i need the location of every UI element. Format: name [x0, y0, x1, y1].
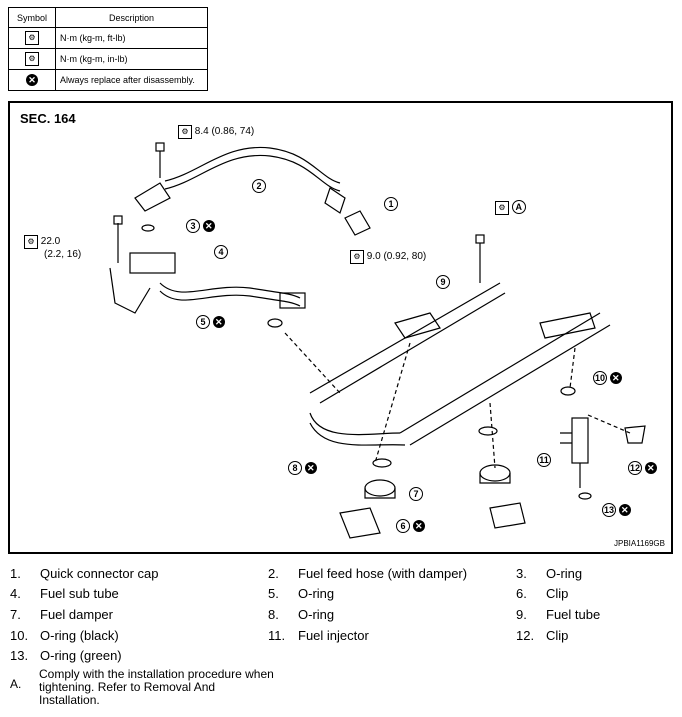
callout-5: 5	[196, 315, 210, 329]
legend-row-description: N·m (kg-m, ft-lb)	[55, 27, 208, 49]
callout-12: 12	[628, 461, 642, 475]
always-replace-icon: ✕	[412, 520, 425, 532]
callout-8: 8	[288, 461, 302, 475]
exploded-diagram: SEC. 164 JPBIA1169GB ⚙ 8.4 (0.86, 74) ⚙ …	[8, 101, 673, 554]
note-text: Comply with the installation procedure w…	[39, 667, 274, 707]
callout-2: 2	[252, 179, 266, 193]
note-letter: A.	[10, 677, 22, 691]
always-replace-icon: ✕	[26, 74, 38, 86]
always-replace-icon: ✕	[644, 462, 657, 474]
torque-spec-left-1: 22.0	[40, 236, 61, 247]
image-code: JPBIA1169GB	[614, 539, 665, 548]
callout-9: 9	[436, 275, 450, 289]
torque-spec-mid: 9.0 (0.92, 80)	[366, 251, 427, 262]
torque-wrench-icon: ⚙	[350, 250, 364, 264]
callout-6: 6	[396, 519, 410, 533]
always-replace-icon: ✕	[304, 462, 317, 474]
torque-wrench-icon: ⚙	[495, 201, 509, 215]
callout-4: 4	[214, 245, 228, 259]
torque-wrench-icon: ⚙	[25, 31, 39, 45]
callout-3: 3	[186, 219, 200, 233]
always-replace-icon: ✕	[618, 504, 631, 516]
callout-1: 1	[384, 197, 398, 211]
callout-7: 7	[409, 487, 423, 501]
callout-11: 11	[537, 453, 551, 467]
symbol-legend-table: Symbol Description ⚙ N·m (kg-m, ft-lb) ⚙…	[8, 7, 208, 91]
callout-13: 13	[602, 503, 616, 517]
diagram-drawing	[109, 142, 646, 539]
legend-header-symbol: Symbol	[8, 7, 56, 28]
always-replace-icon: ✕	[212, 316, 225, 328]
note-ref-a: A	[511, 200, 526, 214]
torque-wrench-icon: ⚙	[178, 125, 192, 139]
always-replace-icon: ✕	[609, 372, 622, 384]
legend-header-description: Description	[55, 7, 208, 28]
torque-wrench-inlb-icon: ⚙	[25, 52, 39, 66]
callout-10: 10	[593, 371, 607, 385]
section-label: SEC. 164	[20, 111, 76, 126]
torque-spec-top: 8.4 (0.86, 74)	[194, 126, 255, 137]
torque-wrench-icon: ⚙	[24, 235, 38, 249]
legend-row-description: N·m (kg-m, in-lb)	[55, 48, 208, 70]
always-replace-icon: ✕	[202, 220, 215, 232]
legend-row-description: Always replace after disassembly.	[55, 69, 208, 91]
torque-spec-left-2: (2.2, 16)	[44, 249, 82, 260]
